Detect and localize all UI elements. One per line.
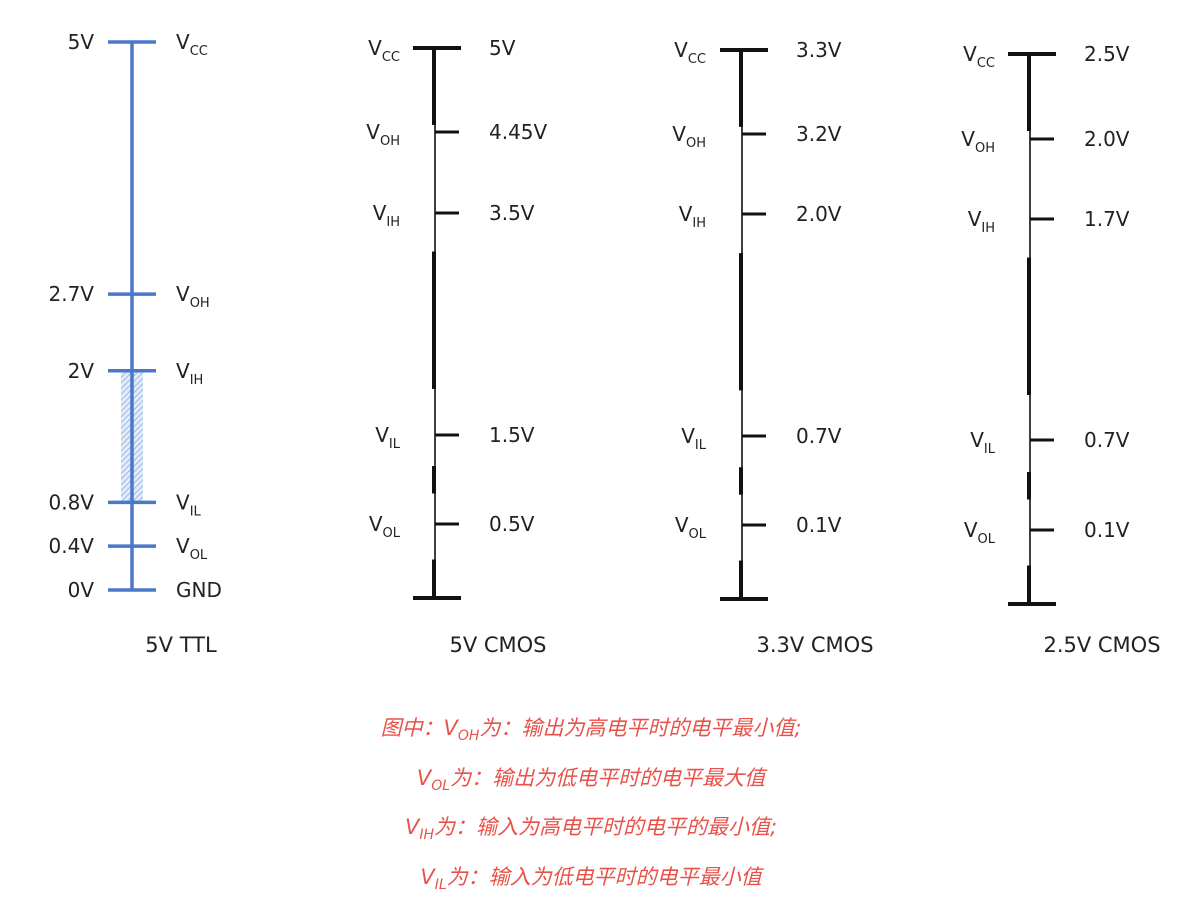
level-label-vol: VOL <box>176 534 208 563</box>
voltage-label-vol: 0.5V <box>489 512 535 536</box>
voltage-label-vil: 0.8V <box>49 490 95 514</box>
caption-line-voh: 图中：VOH为：输出为高电平时的电平最小值; <box>380 716 802 744</box>
voltage-label-voh: 4.45V <box>489 120 548 144</box>
voltage-label-vil: 0.7V <box>796 424 842 448</box>
caption-line-vol: VOL为：输出为低电平时的电平最大值 <box>416 765 766 794</box>
level-label-vih: VIH <box>968 207 995 236</box>
voltage-label-vol: 0.4V <box>49 534 95 558</box>
voltage-label-vcc: 3.3V <box>796 38 842 62</box>
caption: 图中：VOH为：输出为高电平时的电平最小值; VOL为：输出为低电平时的电平最大… <box>0 708 1182 906</box>
diagram-title: 3.3V CMOS <box>756 633 873 657</box>
level-label-vih: VIH <box>176 359 203 388</box>
level-label-vil: VIL <box>176 490 202 519</box>
voltage-label-vih: 2V <box>68 359 95 383</box>
voltage-label-vih: 2.0V <box>796 202 842 226</box>
cmos-2v5-diagram: VCC 2.5V VOH 2.0V VIH 1.7V VIL 0.7V VOL 0.1V 2.5V … <box>961 42 1160 657</box>
voltage-label-gnd: 0V <box>68 578 95 602</box>
caption-line-vih: VIH为：输入为高电平时的电平的最小值; <box>404 815 778 843</box>
cmos-5v-diagram: VCC 5V VOH 4.45V VIH 3.5V VIL 1.5V VOL 0.5V 5V CMO… <box>366 36 547 657</box>
cmos-3v3-diagram: VCC 3.3V VOH 3.2V VIH 2.0V VIL 0.7V VOL 0.1V 3.3V … <box>672 38 873 657</box>
level-label-vol: VOL <box>369 512 401 541</box>
level-label-vih: VIH <box>679 202 706 231</box>
level-label-vcc: VCC <box>963 42 995 71</box>
caption-line-vil: VIL为：输入为低电平时的电平最小值 <box>420 864 762 893</box>
voltage-label-voh: 3.2V <box>796 122 842 146</box>
diagram-title: 2.5V CMOS <box>1043 633 1160 657</box>
level-label-vil: VIL <box>970 428 996 457</box>
level-label-voh: VOH <box>176 282 210 311</box>
voltage-label-vcc: 2.5V <box>1084 42 1130 66</box>
voltage-label-voh: 2.7V <box>49 282 95 306</box>
voltage-label-vcc: 5V <box>68 30 95 54</box>
level-label-vol: VOL <box>675 513 707 542</box>
voltage-label-vil: 1.5V <box>489 423 535 447</box>
level-label-vcc: VCC <box>176 30 208 59</box>
voltage-label-vcc: 5V <box>489 36 516 60</box>
voltage-label-vol: 0.1V <box>796 513 842 537</box>
level-label-vil: VIL <box>375 423 401 452</box>
ttl-5v-diagram: 5V VCC 2.7V VOH 2V VIH 0.8V VIL 0.4V VOL 0V GND 5V T… <box>49 30 222 657</box>
level-label-gnd: GND <box>176 578 222 602</box>
level-label-vih: VIH <box>373 201 400 230</box>
level-label-voh: VOH <box>961 127 995 156</box>
level-label-voh: VOH <box>366 120 400 149</box>
voltage-label-vil: 0.7V <box>1084 428 1130 452</box>
voltage-label-vih: 1.7V <box>1084 207 1130 231</box>
voltage-label-vol: 0.1V <box>1084 518 1130 542</box>
voltage-label-vih: 3.5V <box>489 201 535 225</box>
diagram-title: 5V TTL <box>145 633 217 657</box>
level-label-vil: VIL <box>681 424 707 453</box>
voltage-label-voh: 2.0V <box>1084 127 1130 151</box>
level-label-vol: VOL <box>964 518 996 547</box>
level-label-vcc: VCC <box>674 38 706 67</box>
logic-level-diagram: 5V VCC 2.7V VOH 2V VIH 0.8V VIL 0.4V VOL 0V GND 5V T… <box>49 30 1161 657</box>
level-label-vcc: VCC <box>368 36 400 65</box>
diagram-title: 5V CMOS <box>449 633 546 657</box>
level-label-voh: VOH <box>672 122 706 151</box>
